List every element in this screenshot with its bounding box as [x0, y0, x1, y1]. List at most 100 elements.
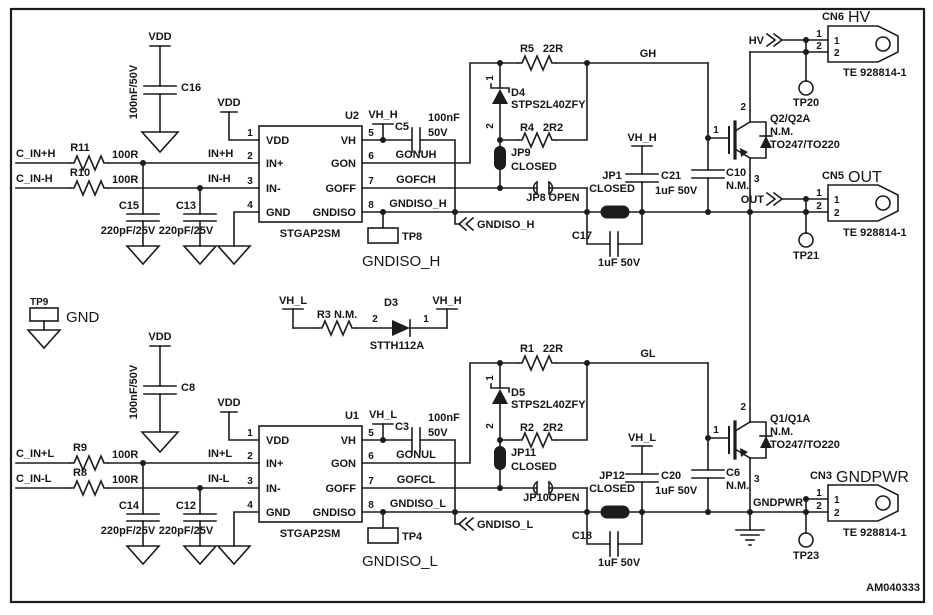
value-label-c18: 1uF 50V	[598, 557, 641, 569]
net-label-gofch: GOFCH	[396, 174, 436, 186]
off-page-chevron-left-icon	[457, 216, 475, 232]
part-label-cn6: TE 928814-1	[843, 67, 907, 79]
off-page-chevron-right-icon	[765, 32, 784, 48]
part-label-d4: STPS2L40ZFY	[511, 99, 586, 111]
ic-u2: U2 STGAP2SM 1 2 3 4 5 6 7 8 VDD IN+ IN- …	[247, 110, 374, 240]
connector-cn6: HV 1 2 1 2 CN6 HV TE 928814-1	[749, 9, 907, 79]
ground-symbol	[140, 131, 180, 154]
value-label-c21: 1uF 50V	[655, 185, 698, 197]
pin-number: 2	[247, 151, 253, 162]
resistor-r10	[69, 178, 109, 198]
ref-label-jp8: JP8	[526, 192, 546, 204]
value-label-c15: 220pF/25V	[101, 225, 156, 237]
ref-label-q1: Q1/Q1A	[770, 413, 810, 425]
title-label-cn5: OUT	[848, 169, 882, 186]
pin-name-goff: GOFF	[325, 483, 356, 495]
ref-label-c17: C17	[572, 230, 592, 242]
gofch-wire: GOFCH	[361, 174, 588, 213]
diode-d5: 1 2 D5 STPS2L40ZFY	[485, 362, 586, 441]
pin-name-inn: IN-	[266, 183, 281, 195]
ref-label-tp8: TP8	[402, 231, 422, 243]
pkg-label-q1: TO247/TO220	[770, 439, 840, 451]
pin-number: 5	[368, 428, 374, 439]
ref-label-c10: C10	[726, 167, 746, 179]
value-label-c16: 100nF/50V	[128, 64, 140, 119]
pin-number: 1	[423, 314, 429, 325]
net-label-c-in-p-l: C_IN+L	[16, 448, 54, 460]
net-label-vh-l: VH_L	[369, 409, 397, 421]
net-label-vdd: VDD	[148, 331, 171, 343]
net-label-vh-h: VH_H	[368, 109, 397, 121]
value-label-r5: 22R	[543, 43, 563, 55]
pin-number: 6	[368, 451, 374, 462]
ref-label-cn3: CN3	[810, 470, 832, 482]
ground-symbol	[125, 545, 161, 566]
gndiso-l-rail: GNDISO_L GNDISO_L	[361, 498, 829, 532]
pin-number: 1	[247, 128, 253, 139]
ref-label-cn5: CN5	[822, 170, 844, 182]
ground-symbol	[182, 245, 218, 266]
net-label-vdd: VDD	[217, 397, 240, 409]
pin-number: 1	[485, 75, 496, 81]
jumper-jp12: JP12 CLOSED	[589, 470, 635, 519]
jumper-jp8: JP8 OPEN	[526, 180, 580, 204]
net-label-vdd: VDD	[217, 97, 240, 109]
pin-number: 5	[368, 128, 374, 139]
drawing-code: AM040333	[866, 582, 920, 594]
ic-u1: U1 STGAP2SM 1 2 3 4 5 6 7 8 VDD IN+ IN- …	[247, 410, 374, 540]
capacitor-c15: C15 220pF/25V	[101, 162, 161, 266]
value-label-c8: 100nF/50V	[128, 364, 140, 419]
state-label-jp1: CLOSED	[589, 183, 635, 195]
ref-label-jp1: JP1	[602, 170, 622, 182]
gofcl-wire: GOFCL	[361, 474, 588, 513]
transistor-q1: 1 2 3 Q1/Q1A N.M. TO247/TO220	[713, 402, 840, 513]
capacitor-c18: C18 1uF 50V	[572, 511, 643, 569]
vdd-u1: VDD	[217, 397, 260, 441]
capacitor-c8: VDD C8 100nF/50V	[128, 331, 195, 454]
gndiso-h-rail: GNDISO_H GNDISO_H	[361, 198, 829, 232]
pin-number: 4	[247, 500, 253, 511]
capacitor-c12: C12 220pF/25V	[159, 487, 218, 566]
value-label-c13: 220pF/25V	[159, 225, 214, 237]
pin-name-gon: GON	[331, 158, 356, 170]
testpoint-tp21: TP21	[793, 211, 819, 262]
pin-number: 2	[247, 451, 253, 462]
net-label-vh-h: VH_H	[627, 132, 656, 144]
value-label-r9: 100R	[112, 449, 138, 461]
gonuh-wire: GONUH	[361, 62, 501, 164]
value-label-r4: 2R2	[543, 122, 563, 134]
pin-number: 2	[816, 41, 822, 52]
nm-label-q1: N.M.	[770, 426, 793, 438]
capacitor-c14: C14 220pF/25V	[101, 462, 161, 566]
testpoint-tp20: TP20	[793, 51, 819, 109]
capacitor-c10: C10 N.M.	[691, 135, 749, 213]
ground-symbol	[182, 545, 218, 566]
value-label-r10: 100R	[112, 174, 138, 186]
value-label-c3: 100nF	[428, 412, 460, 424]
part-label-u1: STGAP2SM	[280, 528, 341, 540]
net-label-vdd: VDD	[148, 31, 171, 43]
ref-label-d3: D3	[384, 297, 398, 309]
pin-number: 2	[834, 48, 840, 59]
part-label-cn3: TE 928814-1	[843, 527, 907, 539]
pin-name-inp: IN+	[266, 158, 283, 170]
pin-number: 2	[834, 208, 840, 219]
pin-number: 8	[368, 500, 374, 511]
ref-label-r8: R8	[73, 467, 87, 479]
ref-label-jp9: JP9	[511, 147, 531, 159]
ground-symbol	[125, 245, 161, 266]
part-label-d5: STPS2L40ZFY	[511, 399, 586, 411]
pin-number: 2	[740, 102, 746, 113]
net-label-gndpwr: GNDPWR	[753, 497, 803, 509]
ref-label-tp21: TP21	[793, 250, 819, 262]
ground-symbol	[216, 545, 252, 566]
pin-name-inn: IN-	[266, 483, 281, 495]
ref-label-jp11: JP11	[511, 447, 536, 459]
jumper-jp10: JP10 OPEN	[523, 480, 580, 504]
ref-label-r10: R10	[70, 167, 90, 179]
pin-number: 1	[816, 488, 822, 499]
pin-number: 1	[816, 29, 822, 40]
net-label-gndiso-l: GNDISO_L	[390, 498, 447, 510]
net-label-gonul: GONUL	[396, 449, 436, 461]
testpoint-tp8: TP8 GNDISO_H	[362, 211, 440, 270]
